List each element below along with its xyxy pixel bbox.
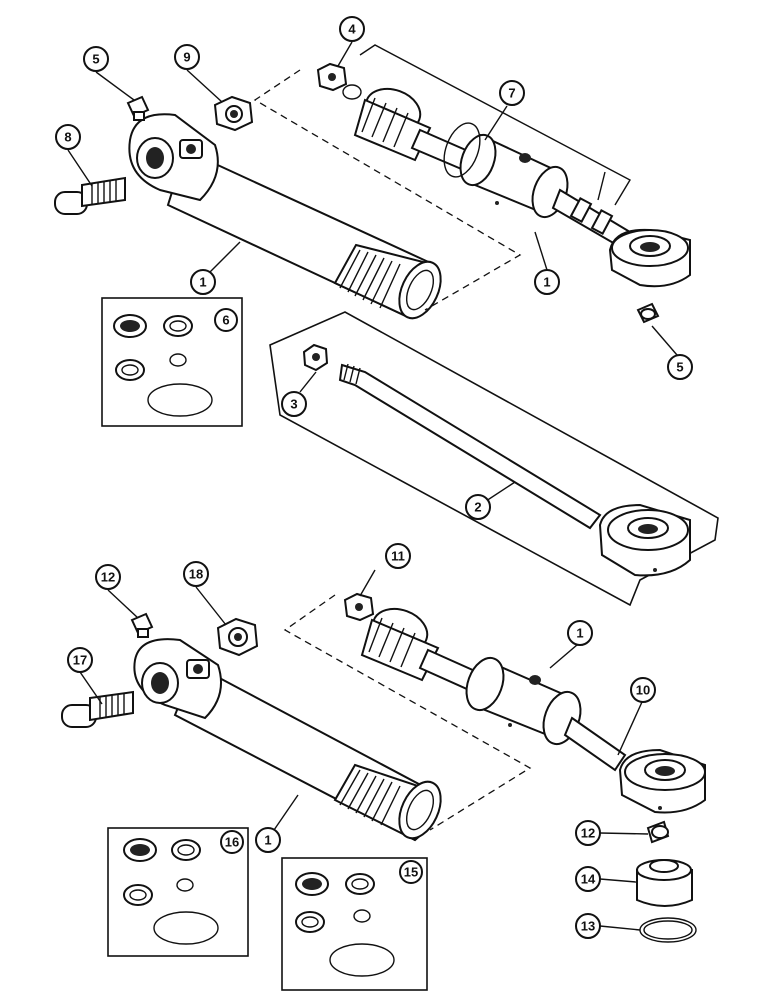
svg-text:10: 10 bbox=[636, 683, 650, 698]
grease-fitting-lower-left bbox=[130, 612, 154, 638]
nut-4 bbox=[316, 62, 362, 100]
seal-kit-box-16 bbox=[107, 827, 249, 957]
callout-8: 8 bbox=[55, 124, 81, 150]
svg-text:5: 5 bbox=[676, 360, 683, 375]
nut-11 bbox=[343, 592, 375, 622]
svg-text:17: 17 bbox=[73, 653, 87, 668]
grease-fitting-upper-left bbox=[126, 95, 150, 121]
seal-kit-box-6 bbox=[101, 297, 243, 427]
callout-4: 4 bbox=[339, 16, 365, 42]
lower-piston-rod-assembly bbox=[360, 607, 706, 814]
svg-text:12: 12 bbox=[101, 570, 115, 585]
callout-18: 18 bbox=[183, 561, 209, 587]
nut-9 bbox=[213, 95, 254, 132]
callout-14: 14 bbox=[575, 866, 601, 892]
callout-15: 15 bbox=[399, 860, 423, 884]
pin-17 bbox=[61, 690, 134, 728]
callout-5-upper-left: 5 bbox=[83, 46, 109, 72]
callout-11: 11 bbox=[385, 543, 411, 569]
dashed-guide-upper bbox=[253, 69, 522, 311]
svg-text:18: 18 bbox=[189, 567, 203, 582]
callout-6: 6 bbox=[214, 308, 238, 332]
svg-text:9: 9 bbox=[183, 50, 190, 65]
svg-text:3: 3 bbox=[290, 397, 297, 412]
grease-fitting-lower-right bbox=[646, 820, 670, 844]
svg-text:1: 1 bbox=[199, 275, 206, 290]
callout-3: 3 bbox=[281, 391, 307, 417]
svg-text:4: 4 bbox=[348, 22, 356, 37]
svg-text:6: 6 bbox=[222, 313, 229, 328]
callout-leaders bbox=[67, 41, 678, 931]
svg-text:1: 1 bbox=[264, 833, 271, 848]
svg-text:14: 14 bbox=[581, 872, 596, 887]
grease-fitting-upper-right bbox=[636, 302, 660, 324]
seal-kit-box-15 bbox=[281, 857, 428, 991]
svg-text:11: 11 bbox=[391, 549, 405, 564]
pin-8 bbox=[54, 176, 126, 215]
snap-ring-13 bbox=[639, 917, 697, 943]
callout-7: 7 bbox=[499, 80, 525, 106]
svg-text:12: 12 bbox=[581, 826, 595, 841]
o-ring-7 bbox=[443, 122, 481, 178]
callout-12-lower-left: 12 bbox=[95, 564, 121, 590]
upper-piston-rod-assembly bbox=[353, 87, 691, 288]
upper-assembly bbox=[54, 44, 719, 607]
svg-text:1: 1 bbox=[543, 275, 550, 290]
lower-assembly bbox=[61, 592, 706, 991]
dashed-guide-lower bbox=[283, 594, 532, 831]
callout-5-upper-right: 5 bbox=[667, 354, 693, 380]
svg-text:7: 7 bbox=[508, 86, 515, 101]
nut-18 bbox=[216, 617, 259, 657]
callout-10: 10 bbox=[630, 677, 656, 703]
callout-1-upper-left: 1 bbox=[190, 269, 216, 295]
callout-2: 2 bbox=[465, 494, 491, 520]
rod-box-2 bbox=[269, 311, 719, 607]
bushing-14 bbox=[636, 859, 693, 907]
svg-text:16: 16 bbox=[225, 835, 239, 850]
callout-1-upper-right: 1 bbox=[534, 269, 560, 295]
callout-9: 9 bbox=[174, 44, 200, 70]
callout-16: 16 bbox=[220, 830, 244, 854]
callout-17: 17 bbox=[67, 647, 93, 673]
callout-1-lower-right: 1 bbox=[567, 620, 593, 646]
svg-text:8: 8 bbox=[64, 130, 71, 145]
svg-text:5: 5 bbox=[92, 52, 99, 67]
callout-1-lower-left: 1 bbox=[255, 827, 281, 853]
svg-text:15: 15 bbox=[404, 865, 418, 880]
svg-text:13: 13 bbox=[581, 919, 595, 934]
lower-cylinder-barrel bbox=[133, 638, 442, 842]
svg-text:2: 2 bbox=[474, 500, 481, 515]
callout-12-lower-right: 12 bbox=[575, 820, 601, 846]
svg-text:1: 1 bbox=[576, 626, 583, 641]
callout-13: 13 bbox=[575, 913, 601, 939]
